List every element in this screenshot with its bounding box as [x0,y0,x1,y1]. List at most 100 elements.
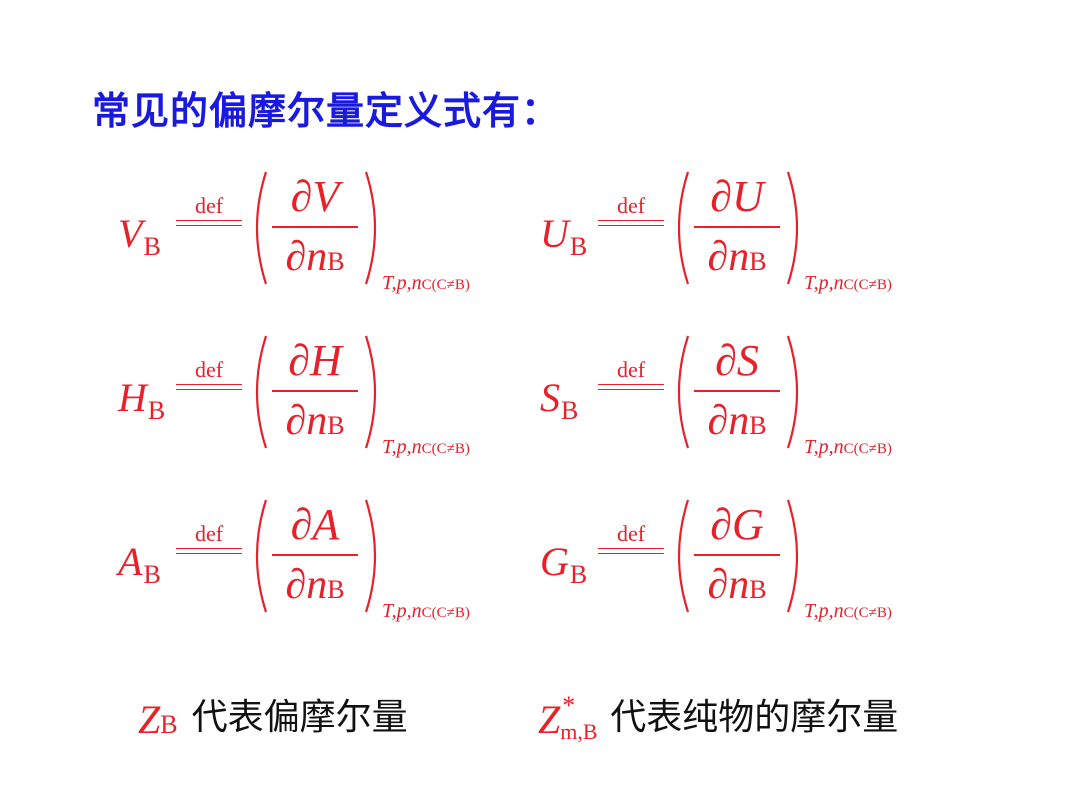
cond-p: p [818,436,829,458]
fraction-numerator: ∂U [690,168,784,226]
denominator-var: n [728,398,750,444]
cond-n-subscript: C(C≠B) [843,605,892,621]
cond-sep: , [406,272,412,294]
cond-n: n [411,600,422,622]
constraint-subscript: T,p,nC(C≠B) [382,436,470,459]
constraint-subscript: T,p,nC(C≠B) [382,272,470,295]
partial-fraction: ∂A ∂nB [268,496,362,619]
lhs-subscript: B [561,396,579,425]
lhs-symbol: A [118,539,143,584]
def-equals-sign: def [598,358,664,390]
note-sup-sub: *m,B [560,691,598,747]
cond-sep: , [828,600,834,622]
left-parenthesis [677,335,690,449]
partial-symbol: ∂ [707,562,729,608]
denominator-var: n [728,234,750,280]
partial-fraction: ∂H ∂nB [268,332,362,455]
cond-p: p [396,436,407,458]
denominator-var: n [306,234,328,280]
cond-n-subscript: C(C≠B) [421,605,470,621]
equation-lhs: GB [540,538,587,589]
def-equals-sign: def [176,522,242,554]
fraction-denominator: ∂nB [268,392,362,455]
fraction-numerator: ∂V [268,168,362,226]
numerator-symbol: V [312,172,340,221]
def-equals-sign: def [598,194,664,226]
cond-t: T [804,436,814,458]
numerator-symbol: U [731,172,764,221]
double-line [598,384,664,390]
equation-lhs: SB [540,374,578,425]
denominator-subscript: B [327,575,345,604]
denominator-subscript: B [749,247,767,276]
partial-symbol: ∂ [707,398,729,444]
partial-fraction: ∂S ∂nB [690,332,784,455]
fraction-denominator: ∂nB [690,556,784,619]
note-superscript: * [562,691,576,720]
def-equals-sign: def [176,194,242,226]
cond-sep: , [813,436,819,458]
fraction-numerator: ∂G [690,496,784,554]
fraction-numerator: ∂H [268,332,362,390]
partial-symbol: ∂ [285,562,307,608]
lhs-symbol: G [540,539,569,584]
numerator-symbol: G [731,500,764,549]
fraction-bar [272,226,358,228]
fraction-bar [694,226,780,228]
def-label: def [616,193,646,218]
numerator-symbol: H [309,336,342,385]
lhs-subscript: B [569,560,588,589]
cond-sep: , [828,436,834,458]
partial-symbol: ∂ [285,398,307,444]
cond-n-subscript: C(C≠B) [421,441,470,457]
fraction-denominator: ∂nB [690,392,784,455]
right-parenthesis [364,499,377,613]
cond-t: T [382,600,392,622]
denominator-var: n [306,398,328,444]
partial-symbol: ∂ [290,500,313,549]
def-label: def [194,357,224,382]
partial-symbol: ∂ [710,172,732,221]
note-subscript: B [160,710,178,739]
lhs-symbol: U [540,211,569,256]
fraction-numerator: ∂A [268,496,362,554]
cond-sep: , [828,272,834,294]
note-subscript: m,B [560,719,598,744]
cond-t: T [804,600,814,622]
cond-p: p [818,600,829,622]
left-parenthesis [255,499,268,613]
cond-n-subscript: C(C≠B) [421,277,470,293]
cond-sep: , [813,272,819,294]
lhs-symbol: S [540,375,560,420]
note-text: 代表纯物的摩尔量 [610,697,899,738]
fraction-denominator: ∂nB [268,556,362,619]
equation-lhs: AB [118,538,161,589]
double-line [176,548,242,554]
left-parenthesis [677,171,690,285]
double-line [598,220,664,226]
denominator-var: n [728,562,750,608]
lhs-subscript: B [143,232,161,261]
partial-symbol: ∂ [707,234,729,280]
equation-lhs: HB [118,374,165,425]
cond-sep: , [391,600,397,622]
fraction-denominator: ∂nB [690,228,784,291]
cond-sep: , [391,272,397,294]
def-label: def [616,521,646,546]
double-line [598,548,664,554]
fraction-bar [694,554,780,556]
def-label: def [616,357,646,382]
left-parenthesis [255,335,268,449]
right-parenthesis [786,335,799,449]
partial-fraction: ∂G ∂nB [690,496,784,619]
fraction-denominator: ∂nB [268,228,362,291]
cond-n: n [411,272,422,294]
cond-sep: , [813,600,819,622]
note-symbol: Z [138,697,161,742]
note-text: 代表偏摩尔量 [191,697,408,738]
def-label: def [194,521,224,546]
partial-symbol: ∂ [715,336,737,385]
cond-sep: , [406,600,412,622]
note-symbol: Z [538,697,561,742]
page-title: 常见的偏摩尔量定义式有： [92,89,561,133]
